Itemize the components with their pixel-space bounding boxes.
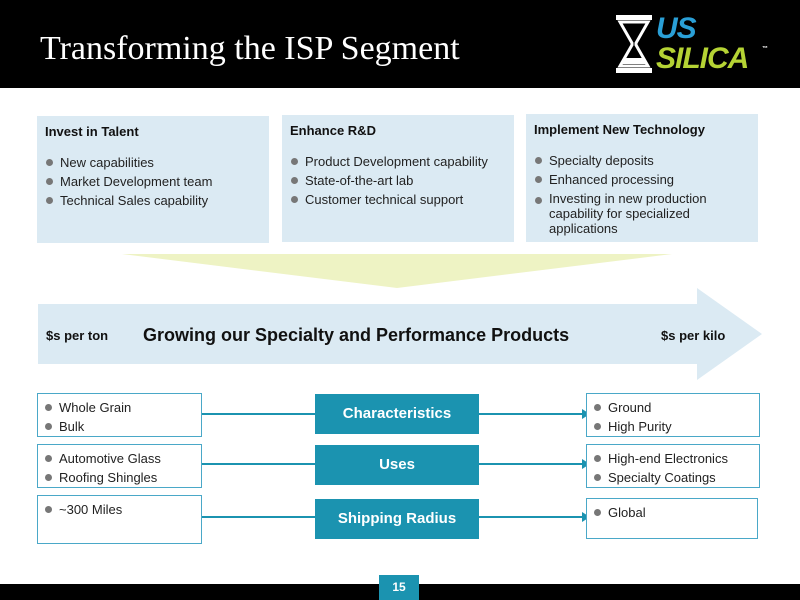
list-item: Global [593,503,751,522]
company-logo: US SILICA ™ [612,12,772,76]
header-bar [0,0,800,88]
list-item: High-end Electronics [593,449,753,468]
page-title: Transforming the ISP Segment [40,30,460,67]
logo-text-silica: SILICA [656,42,749,75]
list-item: State-of-the-art lab [290,171,506,190]
list-item: Ground [593,398,753,417]
right-box-characteristics: Ground High Purity [586,393,760,437]
shipping-radius-label: Shipping Radius [315,499,479,539]
invest-in-talent-box: Invest in Talent New capabilities Market… [37,116,269,243]
list-item: Whole Grain [44,398,195,417]
list-item: Automotive Glass [44,449,195,468]
list-item: Enhanced processing [534,170,750,189]
list-item: Investing in new production capability f… [534,191,750,236]
box-heading: Enhance R&D [290,123,376,138]
characteristics-label: Characteristics [315,394,479,434]
list-item: Specialty Coatings [593,468,753,487]
arrow-left-label: $s per ton [46,328,109,343]
funnel-shape [122,254,672,288]
list-item: Specialty deposits [534,151,750,170]
growth-arrow [38,288,762,380]
right-box-uses: High-end Electronics Specialty Coatings [586,444,760,488]
list-item: Product Development capability [290,152,506,171]
logo-text-us: US [656,12,697,45]
implement-new-technology-box: Implement New Technology Specialty depos… [526,114,758,242]
uses-label: Uses [315,445,479,485]
list-item: Roofing Shingles [44,468,195,487]
box-heading: Invest in Talent [45,124,139,139]
arrow-right-label: $s per kilo [661,328,726,343]
page-number: 15 [379,575,419,600]
enhance-rd-box: Enhance R&D Product Development capabili… [282,115,514,242]
arrow-center-label: Growing our Specialty and Performance Pr… [143,325,570,345]
list-item: Customer technical support [290,190,506,209]
left-box-uses: Automotive Glass Roofing Shingles [37,444,202,488]
list-item: Market Development team [45,172,261,191]
list-item: Bulk [44,417,195,436]
left-box-characteristics: Whole Grain Bulk [37,393,202,437]
box-heading: Implement New Technology [534,122,705,137]
list-item: ~300 Miles [44,500,195,519]
logo-trademark: ™ [762,46,768,52]
list-item: High Purity [593,417,753,436]
hourglass-icon [616,15,652,73]
list-item: Technical Sales capability [45,191,261,210]
list-item: New capabilities [45,153,261,172]
right-box-shipping-radius: Global [586,498,758,539]
left-box-shipping-radius: ~300 Miles [37,495,202,544]
